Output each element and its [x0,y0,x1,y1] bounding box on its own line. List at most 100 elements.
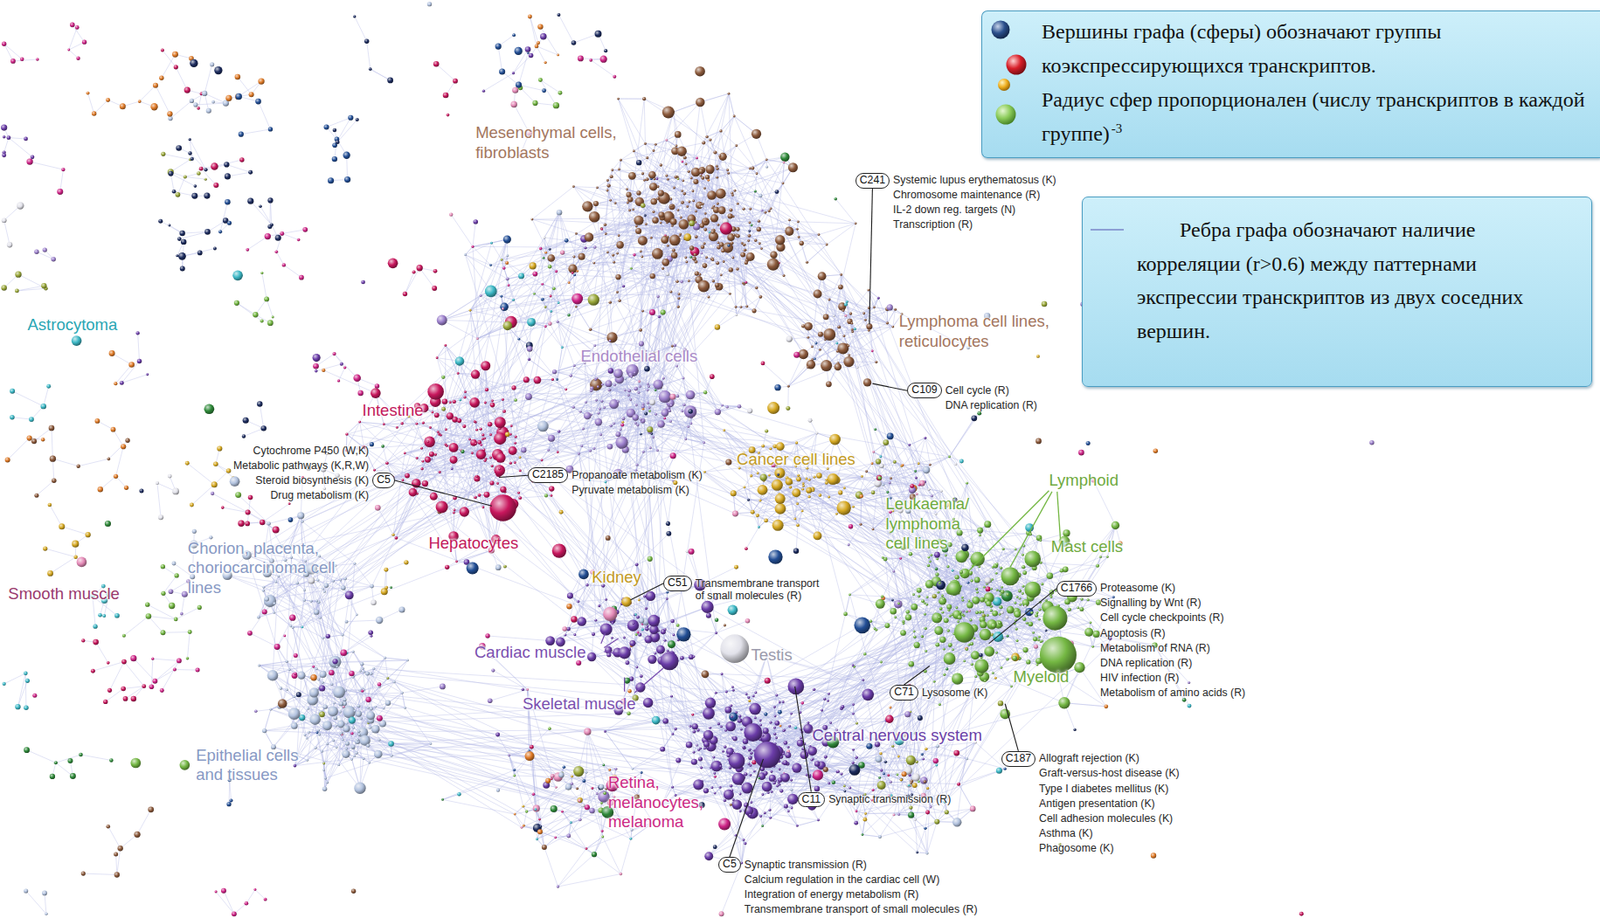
graph-vertex [843,612,848,617]
graph-vertex [855,810,859,813]
graph-vertex [522,824,526,828]
graph-vertex [920,776,928,784]
graph-vertex [695,156,699,160]
graph-vertex [678,292,681,296]
graph-vertex [69,22,76,28]
graph-vertex [675,145,679,148]
graph-vertex [827,692,831,696]
graph-vertex [196,171,201,176]
graph-vertex [302,227,308,233]
graph-vertex [1000,589,1005,595]
graph-vertex [1018,603,1022,607]
graph-vertex [630,267,633,271]
graph-vertex [905,614,912,621]
graph-vertex [1035,611,1039,615]
graph-vertex [699,710,702,714]
graph-vertex [596,411,600,415]
graph-vertex [533,376,542,385]
graph-vertex [532,793,535,797]
graph-vertex [775,235,785,245]
graph-vertex [160,152,166,157]
graph-vertex [654,143,658,146]
graph-vertex [889,608,897,616]
graph-vertex [519,470,522,473]
graph-vertex [643,179,646,182]
graph-vertex [357,730,361,734]
graph-vertex [935,744,940,749]
graph-vertex [812,688,816,692]
graph-vertex [835,342,839,346]
graph-vertex [782,274,786,278]
graph-vertex [320,750,324,754]
graph-vertex [584,401,588,404]
graph-vertex [757,776,761,780]
graph-vertex [489,457,492,460]
graph-vertex [712,756,715,760]
graph-vertex [383,657,387,660]
graph-vertex [767,791,770,795]
graph-vertex [946,565,949,568]
graph-vertex [267,521,271,526]
graph-vertex [590,787,594,790]
graph-vertex [1024,604,1027,608]
graph-vertex [529,262,537,270]
graph-vertex [915,851,919,854]
graph-vertex [996,588,999,592]
graph-vertex [267,670,278,681]
graph-vertex [158,219,163,224]
graph-vertex [802,482,805,485]
graph-vertex [628,208,631,212]
graph-vertex [923,613,927,617]
graph-vertex [723,799,727,803]
graph-vertex [569,821,573,825]
graph-vertex [353,754,356,758]
graph-vertex [512,775,516,778]
graph-vertex [793,518,797,521]
graph-vertex [965,610,969,614]
graph-vertex [880,595,884,598]
graph-vertex [641,172,645,175]
graph-vertex [473,496,478,500]
graph-vertex [748,221,752,224]
graph-vertex [332,580,335,583]
graph-vertex [754,189,757,193]
graph-vertex [699,166,706,174]
graph-vertex [741,207,745,211]
graph-vertex [953,750,960,757]
graph-vertex [879,661,883,665]
graph-vertex [354,751,359,755]
graph-vertex [175,192,181,198]
graph-vertex [602,791,607,796]
graph-vertex [649,182,658,191]
graph-vertex [335,746,339,749]
graph-vertex [588,294,600,306]
graph-vertex [959,611,963,615]
graph-vertex [303,588,306,592]
graph-vertex [529,745,534,750]
graph-vertex [708,138,712,141]
graph-vertex [943,617,949,624]
graph-vertex [595,377,598,381]
graph-vertex [525,393,533,401]
graph-vertex [978,653,983,658]
graph-vertex [583,412,592,421]
graph-vertex [651,716,661,726]
graph-vertex [768,447,772,451]
graph-vertex [327,706,339,717]
graph-vertex [877,297,880,300]
graph-vertex [943,652,956,665]
graph-vertex [854,221,858,225]
graph-vertex [692,779,704,790]
graph-vertex [290,722,298,730]
graph-vertex [353,562,356,566]
graph-vertex [763,811,767,815]
graph-vertex [900,778,903,782]
graph-vertex [802,484,805,488]
graph-vertex [983,646,995,658]
graph-vertex [748,748,752,752]
graph-vertex [965,482,969,485]
graph-vertex [429,451,435,458]
graph-vertex [705,256,708,259]
graph-vertex [626,201,630,205]
graph-vertex [666,650,670,653]
